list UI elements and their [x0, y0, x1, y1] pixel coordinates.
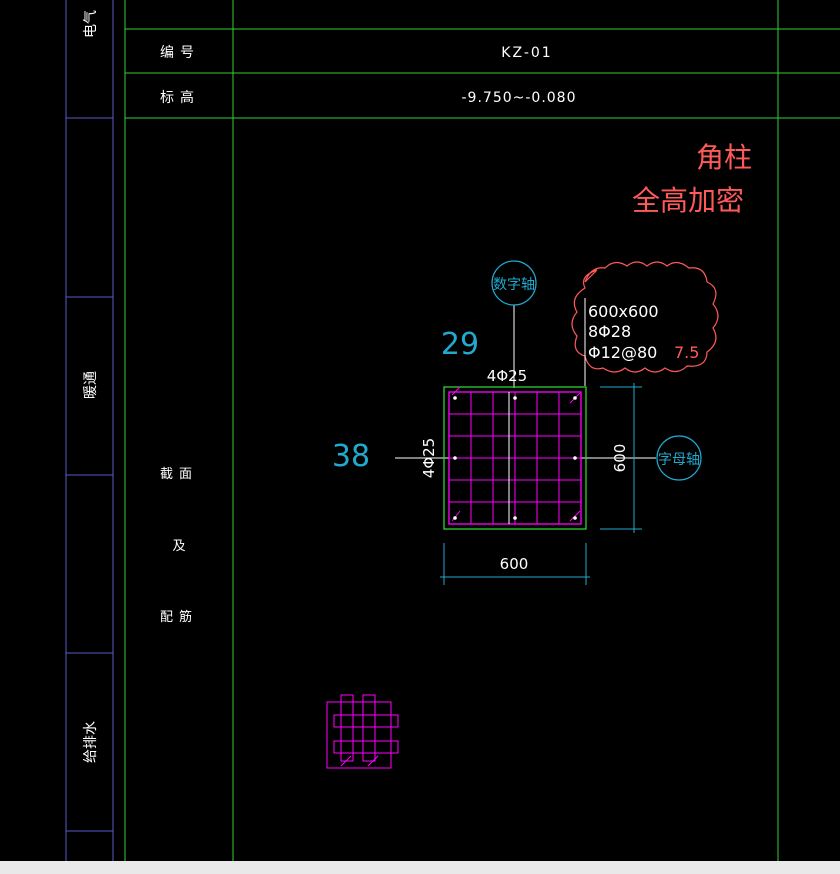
- section-label-2: 及: [172, 539, 185, 554]
- section-label-1: 截面: [160, 467, 198, 482]
- svg-text:数字轴: 数字轴: [493, 277, 535, 293]
- top-rebar-label: 4Φ25: [487, 367, 527, 385]
- elevation-label: 标高: [160, 89, 200, 106]
- table-grid: [124, 0, 840, 861]
- count-left: 38: [332, 439, 370, 474]
- discipline-hvac: 暖通: [83, 371, 99, 399]
- svg-text:字母轴: 字母轴: [658, 452, 700, 468]
- spec-stirrup: Φ12@80: [588, 343, 657, 362]
- status-bar: [0, 861, 840, 874]
- number-value: KZ-01: [501, 45, 552, 61]
- dim-width-text: 600: [500, 555, 529, 573]
- dimension-height: [600, 383, 642, 533]
- rebar-detail-grid: [326, 694, 399, 769]
- number-label: 编号: [160, 45, 200, 61]
- discipline-plumbing: 给排水: [83, 721, 99, 763]
- column-section: [443, 386, 587, 530]
- discipline-strip: [65, 0, 114, 861]
- spec-main-rebar: 8Φ28: [588, 322, 631, 341]
- revision-cloud: [571, 261, 719, 373]
- side-rebar-label: 4Φ25: [420, 438, 438, 478]
- count-top: 29: [441, 327, 479, 362]
- note-full-height-dense: 全高加密: [632, 184, 744, 217]
- discipline-electrical: 电气: [83, 10, 99, 38]
- spec-size: 600x600: [588, 302, 659, 321]
- number-axis-bubble: 数字轴: [491, 260, 537, 388]
- spec-stirrup-note: 7.5: [674, 343, 699, 362]
- elevation-value: -9.750~-0.080: [462, 90, 577, 106]
- dimension-width: [440, 543, 590, 585]
- note-corner-column: 角柱: [696, 141, 752, 174]
- section-label-3: 配筋: [160, 609, 198, 625]
- dim-height-text: 600: [611, 444, 629, 473]
